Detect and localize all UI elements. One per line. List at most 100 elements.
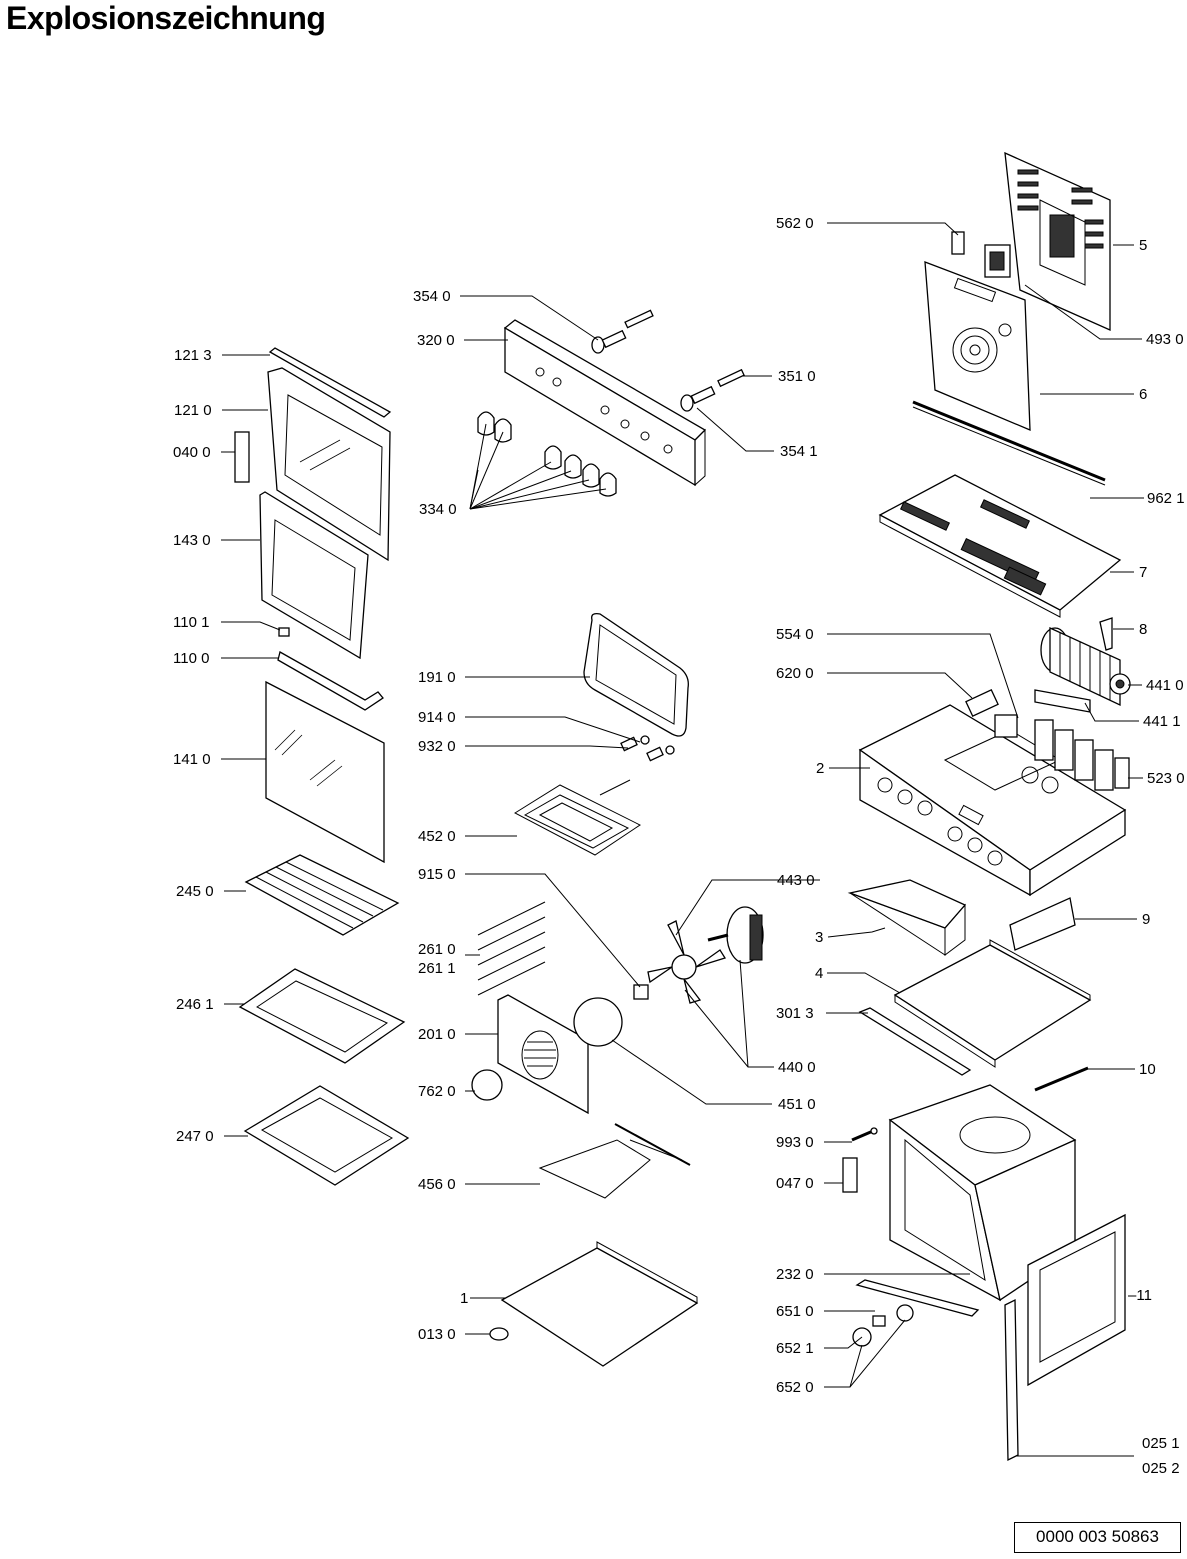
bottom-sheet-drawing — [893, 939, 1092, 1068]
callout-label: 201 0 — [418, 1026, 456, 1043]
document-number: 0000 003 50863 — [1014, 1522, 1181, 1553]
bushing-drawing — [633, 984, 649, 1000]
outer-door-drawing — [267, 367, 391, 562]
shaft-parts-drawing — [591, 309, 745, 412]
support-tray-drawing — [847, 879, 967, 956]
callout-label: 261 0 — [418, 941, 456, 958]
callout-label: 354 0 — [413, 288, 451, 305]
cover-plate-drawing — [471, 1069, 503, 1101]
callout-label: 651 0 — [776, 1303, 814, 1320]
lower-rail-drawing — [855, 1279, 980, 1317]
callout-label: 451 0 — [778, 1096, 816, 1113]
fan-cover-drawing — [497, 994, 589, 1115]
callout-label: 554 0 — [776, 626, 814, 643]
callout-label: 523 0 — [1147, 770, 1185, 787]
callout-label: 932 0 — [418, 738, 456, 755]
back-wall-drawing — [924, 244, 1031, 431]
callout-label: 354 1 — [780, 443, 818, 460]
door-hinge-drawing — [234, 431, 250, 483]
baking-tray-drawing — [238, 968, 406, 1064]
shelf-rails-drawing — [477, 901, 546, 996]
callout-label: 915 0 — [418, 866, 456, 883]
callout-label: 6 — [1139, 386, 1147, 403]
callout-label: 652 1 — [776, 1340, 814, 1357]
rotary-switch-stack-drawing — [1021, 719, 1130, 794]
callout-label: 143 0 — [173, 532, 211, 549]
callout-label: 4 — [815, 965, 823, 982]
callout-label: 443 0 — [777, 872, 815, 889]
callout-label: 047 0 — [776, 1175, 814, 1192]
callout-label: 441 0 — [1146, 677, 1184, 694]
leader-lines — [221, 222, 1144, 1457]
callout-label: 232 0 — [776, 1266, 814, 1283]
tangential-fan-drawing — [1040, 626, 1131, 707]
callout-label: 334 0 — [419, 501, 457, 518]
callout-label: 261 1 — [418, 960, 456, 977]
callout-label: 7 — [1139, 564, 1147, 581]
callout-label: 110 1 — [173, 614, 209, 631]
callout-label: 320 0 — [417, 332, 455, 349]
callout-label: –11 — [1128, 1287, 1152, 1304]
callout-label: 993 0 — [776, 1134, 814, 1151]
callout-label: 441 1 — [1143, 713, 1181, 730]
rear-panel-drawing — [1004, 151, 1111, 332]
page-title: Explosionszeichnung — [6, 0, 326, 36]
callout-labels: 562 0 5 493 0 6 354 0 320 0 351 0 354 1 … — [173, 215, 1185, 1477]
thermostat-parts-drawing — [620, 735, 675, 762]
fan-blade-drawing — [647, 920, 726, 1004]
callout-label: 620 0 — [776, 665, 814, 682]
callout-label: 914 0 — [418, 709, 456, 726]
callout-label: 762 0 — [418, 1083, 456, 1100]
foot-drawing — [489, 1327, 509, 1341]
clip-drawing — [278, 627, 290, 637]
hinge-bracket-drawing — [842, 1157, 858, 1193]
callout-label: 025 2 — [1142, 1460, 1180, 1477]
control-housing-drawing — [858, 704, 1127, 897]
door-handle-drawing — [277, 651, 384, 711]
switch-drawing — [994, 714, 1018, 738]
grid-shelf-drawing — [244, 854, 400, 936]
lower-heater-drawing — [538, 1139, 651, 1199]
door-top-strip-drawing — [268, 347, 392, 418]
callout-label: 452 0 — [418, 828, 456, 845]
deep-pan-drawing — [243, 1085, 410, 1186]
callout-label: 040 0 — [173, 444, 211, 461]
callout-label: 2 — [816, 760, 824, 777]
callout-label: 562 0 — [776, 215, 814, 232]
rail-drawing — [858, 1007, 972, 1076]
callout-label: 013 0 — [418, 1326, 456, 1343]
screw-drawing — [851, 1127, 878, 1142]
callout-label: 191 0 — [418, 669, 456, 686]
heating-element-drawing — [513, 779, 641, 856]
knobs-drawing — [477, 411, 617, 497]
bracket-drawing — [951, 231, 965, 255]
callout-label: 10 — [1139, 1061, 1156, 1078]
callout-label: 9 — [1142, 911, 1150, 928]
terminal-block-drawing — [1034, 689, 1091, 713]
callout-label: 245 0 — [176, 883, 214, 900]
callout-label: 121 0 — [174, 402, 212, 419]
side-strip-drawing — [1004, 1298, 1019, 1462]
callout-label: 962 1 — [1147, 490, 1185, 507]
callout-label: 025 1 — [1142, 1435, 1180, 1452]
fan-motor-drawing — [707, 906, 764, 964]
fan-ring-drawing — [573, 997, 623, 1047]
callout-label: 351 0 — [778, 368, 816, 385]
angle-profile-drawing — [1009, 897, 1076, 951]
callout-label: 141 0 — [173, 751, 211, 768]
angle-clip-drawing — [1099, 617, 1113, 651]
callout-label: 440 0 — [778, 1059, 816, 1076]
top-cover-drawing — [878, 474, 1122, 618]
callout-label: 3 — [815, 929, 823, 946]
callout-label: 8 — [1139, 621, 1147, 638]
callout-label: 456 0 — [418, 1176, 456, 1193]
callout-label: 246 1 — [176, 996, 214, 1013]
callout-label: 121 3 — [174, 347, 212, 364]
base-plate-drawing — [500, 1241, 699, 1367]
callout-label: 652 0 — [776, 1379, 814, 1396]
rod-drawing — [1034, 1066, 1089, 1092]
switch-block-drawing — [965, 688, 999, 718]
control-panel-drawing — [503, 319, 707, 487]
callout-label: 1 — [460, 1290, 468, 1307]
